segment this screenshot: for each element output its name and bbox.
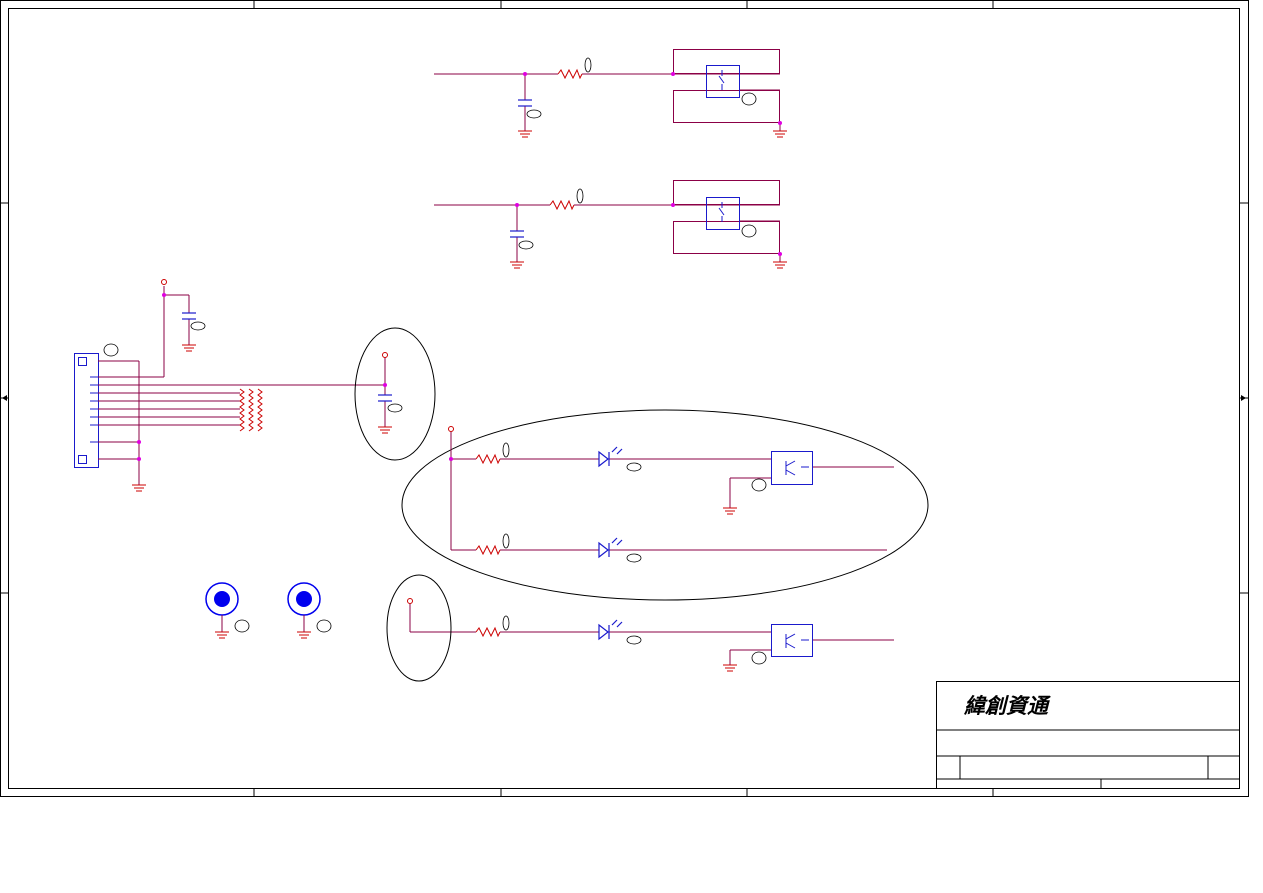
highlight-ellipse: [386, 574, 452, 682]
ref-label-icons: [518, 188, 757, 250]
ground-symbol: [723, 507, 737, 672]
junction-dots: [137, 293, 387, 461]
led-optocoupler-section: [386, 409, 929, 682]
ground-symbol: [132, 344, 392, 492]
relay-1: [706, 65, 740, 98]
ground-symbol: [215, 631, 311, 639]
resistor-2: [549, 199, 575, 211]
title-block: [936, 681, 1240, 789]
power-pins: [161, 279, 388, 358]
relay-2: [706, 197, 740, 230]
connector: [74, 353, 99, 468]
sheet-frame: [0, 0, 1249, 797]
junction-dots: [515, 203, 782, 256]
ref-label-icons: [103, 321, 403, 413]
relay-circuit-2: [434, 180, 787, 269]
junction-dots: [449, 457, 453, 461]
zone-arrows: [2, 395, 1246, 401]
ground-symbol: [518, 130, 787, 138]
highlight-ellipse: [354, 327, 436, 461]
mounting-holes: [205, 582, 332, 639]
relay-circuit-1: [434, 49, 787, 138]
capacitor-1: [518, 99, 532, 107]
connector-section: [74, 279, 436, 492]
company-name: 緯創資通: [963, 693, 1051, 718]
ground-symbol: [510, 261, 787, 269]
optocoupler-2: [771, 624, 813, 657]
ref-label-icons: [526, 57, 757, 119]
junction-dots: [523, 72, 782, 125]
ref-label-icons: [234, 619, 332, 633]
capacitor-3: [182, 312, 196, 320]
capacitor-4: [378, 394, 392, 402]
highlight-ellipse: [401, 409, 929, 601]
led-diodes: [598, 446, 623, 641]
power-pins: [407, 426, 454, 604]
resistor-1: [557, 68, 583, 80]
capacitor-2: [510, 230, 524, 238]
optocoupler-1: [771, 451, 813, 485]
ref-label-icons: [502, 442, 767, 665]
resistors: [475, 453, 501, 638]
resistor-array: [239, 388, 263, 432]
